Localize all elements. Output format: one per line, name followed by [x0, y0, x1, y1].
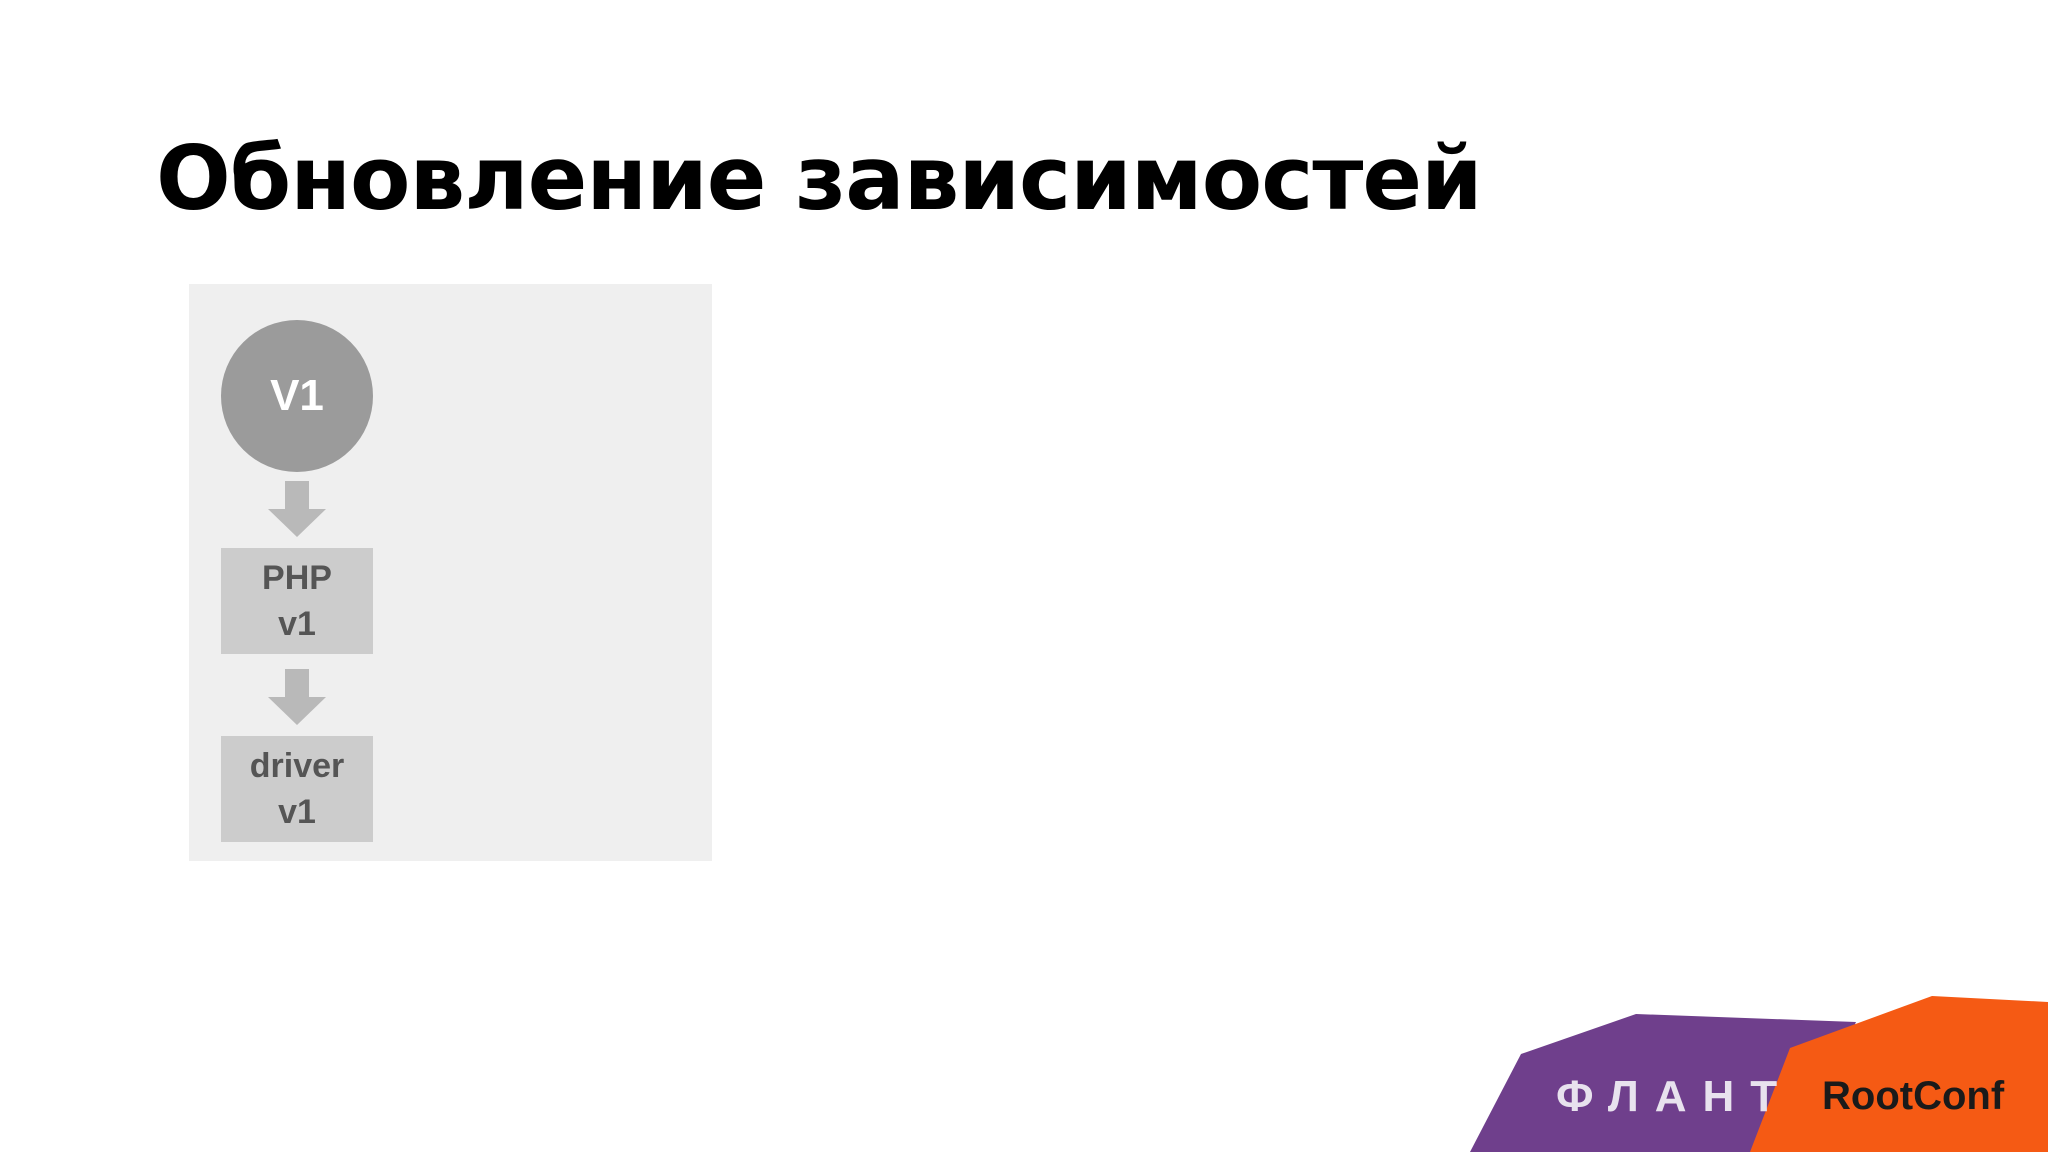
dependency-diagram: V1 PHP v1 driver v1	[189, 284, 712, 861]
rootconf-logo: RootConf	[1822, 1074, 2005, 1118]
arrow-down-icon	[268, 669, 326, 725]
rootconf-shape	[1750, 996, 2048, 1152]
brand-logos: ФЛАНТ RootConf	[1470, 996, 2048, 1152]
dependency-version: v1	[278, 793, 316, 831]
brand-shapes	[1470, 996, 2048, 1152]
version-node: V1	[221, 320, 373, 472]
flant-logo: ФЛАНТ	[1556, 1072, 1794, 1121]
flant-shape	[1470, 1014, 1856, 1152]
dependency-box-driver: driver v1	[221, 736, 373, 842]
dependency-version: v1	[278, 605, 316, 643]
dependency-name: PHP	[262, 559, 332, 597]
dependency-name: driver	[249, 747, 345, 785]
arrow-down-icon	[268, 481, 326, 537]
dependency-box-php: PHP v1	[221, 548, 373, 654]
slide-title: Обновление зависимостей	[156, 127, 1483, 230]
